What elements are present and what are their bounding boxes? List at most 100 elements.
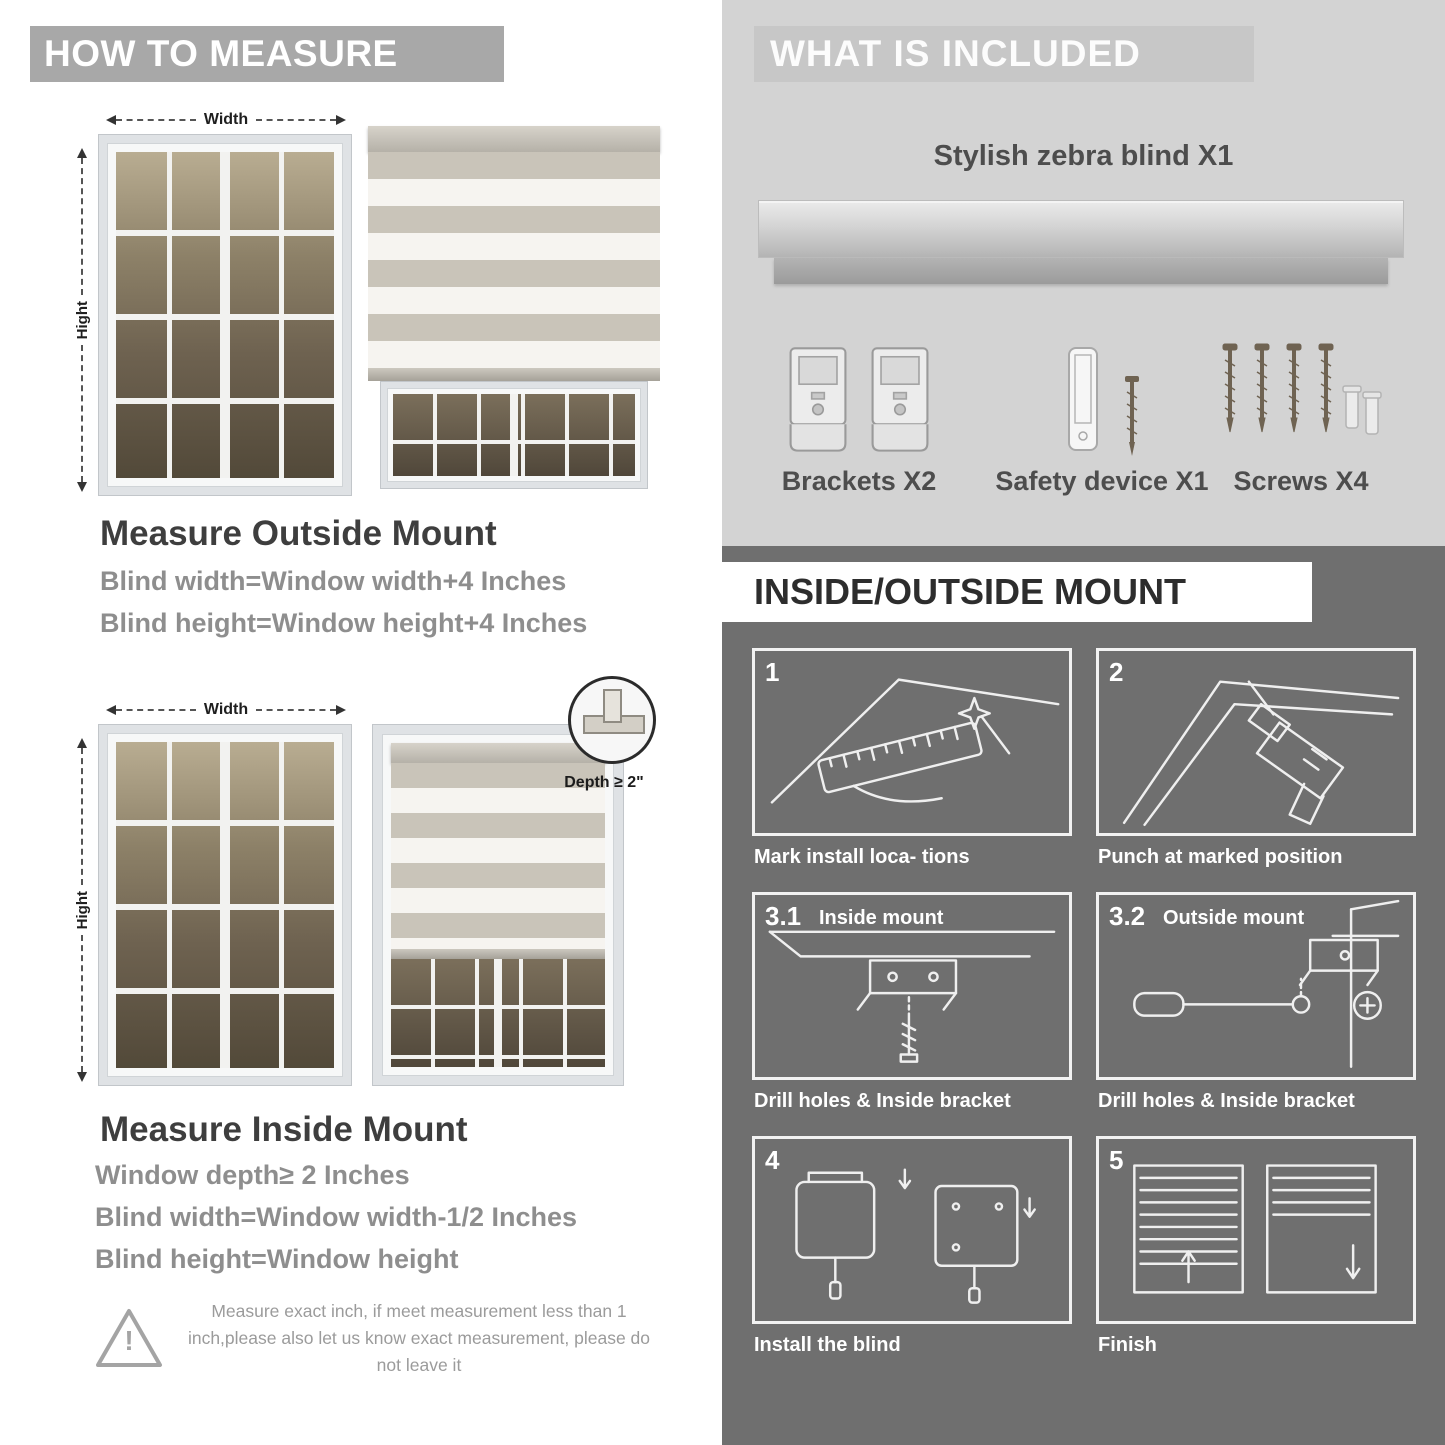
what-is-included-section: WHAT IS INCLUDED Stylish zebra blind X1	[722, 0, 1445, 546]
step-5-caption: Finish	[1098, 1334, 1157, 1356]
height-label: Hight	[73, 300, 91, 340]
step-3-2-panel: 3.2 Outside mount	[1096, 892, 1416, 1080]
step-2-caption: Punch at marked position	[1098, 846, 1343, 868]
step-2-panel: 2	[1096, 648, 1416, 836]
step-3-1-caption: Drill holes & Inside bracket	[754, 1090, 1011, 1112]
step-5: 5 Finish	[1096, 1136, 1416, 1360]
window-photo-illustration	[98, 134, 352, 496]
mount-title: INSIDE/OUTSIDE MOUNT	[754, 571, 1187, 612]
safety-device-icon	[1068, 347, 1098, 451]
inside-bracket-illustration	[768, 930, 1056, 1063]
width-label: Width	[203, 701, 249, 718]
zebra-stripes	[368, 152, 660, 368]
zebra-blind-outside-illustration	[368, 126, 660, 498]
outside-bracket-illustration	[1133, 899, 1400, 1069]
safety-device-label: Safety device X1	[995, 466, 1209, 496]
step-4: 4 Install the blind	[752, 1136, 1072, 1360]
inside-mount-rule-height: Blind height=Window height	[95, 1244, 459, 1274]
blind-product-label: Stylish zebra blind X1	[933, 140, 1234, 172]
depth-label: Depth ≥ 2"	[564, 774, 644, 791]
step-1-panel: 1	[752, 648, 1072, 836]
inside-mount-label: Inside mount	[819, 907, 944, 929]
arrow-up-icon	[77, 148, 87, 158]
drill-illustration	[1122, 680, 1400, 827]
zebra-blind-inside-illustration	[372, 724, 624, 1086]
inside-mount-figure: Width Hight	[62, 676, 682, 1092]
window-below-blind	[380, 381, 648, 489]
screws-illustration	[1214, 336, 1386, 458]
inside-outside-mount-section: INSIDE/OUTSIDE MOUNT 1	[722, 546, 1445, 1445]
step-number: 1	[765, 657, 780, 687]
mark-location-illustration	[770, 678, 1060, 804]
screw-icon	[1125, 376, 1139, 456]
exclamation-mark: !	[124, 1324, 134, 1356]
step-number: 2	[1109, 657, 1124, 687]
install-blind-illustration	[795, 1168, 1036, 1304]
outside-mount-rule-width: Blind width=Window width+4 Inches	[100, 566, 567, 596]
outside-mount-rule-height: Blind height=Window height+4 Inches	[100, 608, 588, 638]
step-3-2-caption: Drill holes & Inside bracket	[1098, 1090, 1355, 1112]
inside-mount-rule-depth: Window depth≥ 2 Inches	[95, 1160, 410, 1190]
blind-fascia-product	[774, 258, 1388, 284]
width-arrow: Width	[106, 701, 346, 718]
how-to-measure-title: HOW TO MEASURE	[44, 33, 398, 74]
arrow-right-icon	[336, 115, 346, 125]
warning-triangle-icon: !	[92, 1305, 166, 1373]
step-3-1-panel: 3.1 Inside mount	[752, 892, 1072, 1080]
step-number: 5	[1109, 1145, 1124, 1175]
width-label: Width	[203, 111, 249, 128]
width-arrow: Width	[106, 111, 346, 128]
safety-device-illustration	[1038, 336, 1164, 458]
what-is-included-header: WHAT IS INCLUDED	[754, 26, 1254, 82]
screws-and-anchors-icon	[1222, 343, 1382, 435]
arrow-right-icon	[336, 705, 346, 715]
inside-mounted-blind	[391, 743, 605, 959]
depth-detail-magnifier	[568, 676, 656, 764]
arrow-left-icon	[106, 115, 116, 125]
height-label: Hight	[73, 890, 91, 930]
inside-mount-title: Measure Inside Mount	[100, 1110, 468, 1149]
step-1: 1 Mark install loca- tions	[752, 648, 1072, 872]
brackets-label: Brackets X2	[781, 466, 937, 496]
window-panes	[116, 152, 334, 478]
brackets-illustration	[784, 336, 936, 458]
blind-headrail	[391, 743, 605, 763]
step-number: 3.1	[765, 901, 802, 931]
height-arrow: Hight	[73, 148, 91, 493]
blind-bottomrail	[391, 949, 605, 959]
step-3-2: 3.2 Outside mount	[1096, 892, 1416, 1116]
arrow-down-icon	[77, 482, 87, 493]
step-3-1: 3.1 Inside mount Drill holes & In	[752, 892, 1072, 1116]
arrow-up-icon	[77, 738, 87, 748]
how-to-measure-header: HOW TO MEASURE	[30, 26, 504, 82]
measurement-warning: ! Measure exact inch, if meet measuremen…	[92, 1298, 652, 1379]
step-number: 4	[765, 1145, 780, 1175]
arrow-left-icon	[106, 705, 116, 715]
step-1-caption: Mark install loca- tions	[754, 846, 970, 868]
step-4-panel: 4	[752, 1136, 1072, 1324]
step-5-panel: 5	[1096, 1136, 1416, 1324]
screws-label: Screws X4	[1233, 466, 1369, 496]
window-panes	[391, 959, 605, 1067]
blind-headrail	[368, 126, 660, 152]
height-arrow: Hight	[73, 738, 91, 1083]
window-photo-illustration	[98, 724, 352, 1086]
bracket-icon	[789, 347, 847, 452]
finish-illustration	[1133, 1164, 1377, 1294]
how-to-measure-section: HOW TO MEASURE Width Hight	[0, 0, 722, 1445]
outside-mount-figure: Width Hight	[62, 100, 682, 502]
arrow-down-icon	[77, 1072, 87, 1083]
window-panes	[116, 742, 334, 1068]
outside-mount-title: Measure Outside Mount	[100, 514, 497, 553]
step-2: 2 Punch at marked position	[1096, 648, 1416, 872]
step-4-caption: Install the blind	[754, 1334, 901, 1356]
blind-headrail-product	[758, 200, 1404, 258]
outside-mount-label: Outside mount	[1163, 907, 1305, 929]
step-number: 3.2	[1109, 901, 1146, 931]
bracket-icon	[871, 347, 929, 452]
mount-header: INSIDE/OUTSIDE MOUNT	[722, 562, 1312, 622]
blind-bottomrail	[368, 368, 660, 381]
what-is-included-title: WHAT IS INCLUDED	[770, 33, 1141, 74]
warning-text: Measure exact inch, if meet measurement …	[187, 1301, 651, 1376]
